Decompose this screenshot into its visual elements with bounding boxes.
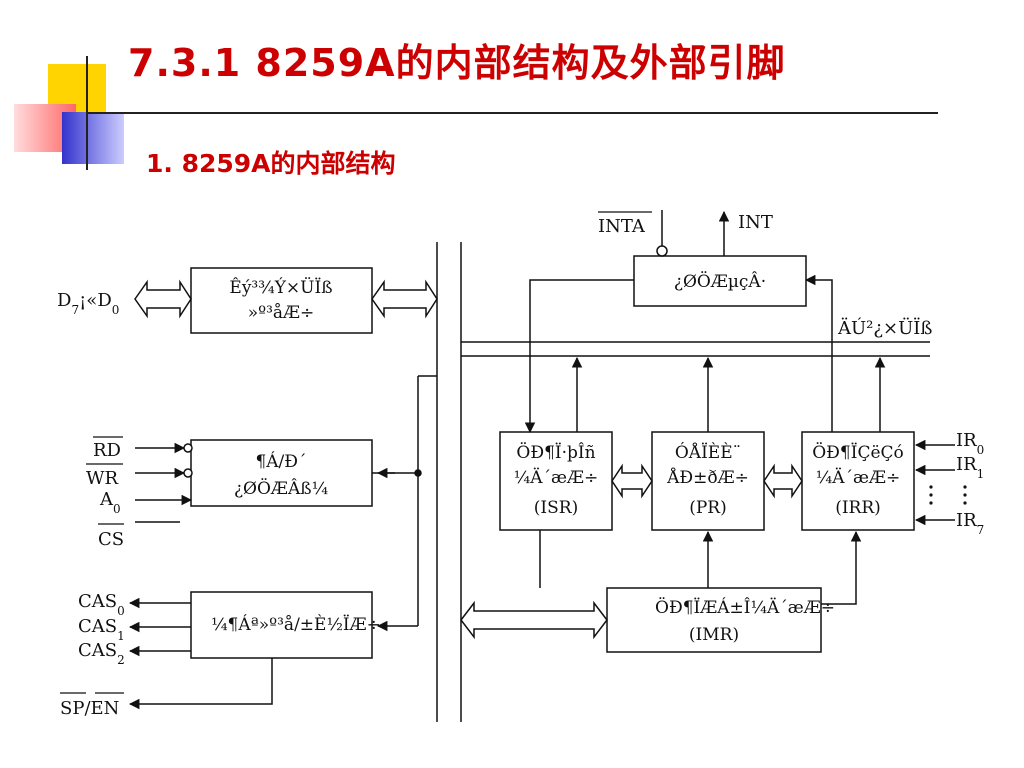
data-pins-label: D7¡«D0 xyxy=(57,290,119,317)
inta-label: INTA xyxy=(598,216,646,237)
imr-line2: (IMR) xyxy=(689,625,739,645)
pr-line1: ÓÅÏÈÈ¨ xyxy=(675,442,741,463)
cascade-line1: ¼¶Áª»º³å/±È½ÏÆ÷ xyxy=(211,614,381,635)
cas2-label: CAS2 xyxy=(78,640,125,667)
irr-line1: ÖÐ¶ÏÇëÇó xyxy=(812,442,904,463)
data-buffer-line2: »º³åÆ÷ xyxy=(248,303,315,323)
irr-line3: (IRR) xyxy=(835,498,881,518)
title-rule xyxy=(86,112,938,114)
ir7-label: IR7 xyxy=(956,510,984,537)
data-buffer-line1: Êý³¾Ý×ÜÏß xyxy=(229,277,332,298)
pr-line2: ÅÐ±ðÆ÷ xyxy=(666,467,749,488)
imr-line1: ÖÐ¶ÏÆÁ±Î¼Ä´æÆ÷ xyxy=(655,597,835,618)
irr-line2: ¼Ä´æÆ÷ xyxy=(816,467,901,488)
sp-en-label: SP/EN xyxy=(60,698,119,719)
data-bus-arrow-left xyxy=(134,279,192,319)
cs-label: CS xyxy=(98,529,124,550)
section-subtitle: 1. 8259A的内部结构 xyxy=(146,149,396,178)
rw-logic-line1: ¶Á/Ð´ xyxy=(255,451,306,472)
isr-line2: ¼Ä´æÆ÷ xyxy=(514,467,599,488)
rd-label: RD xyxy=(93,440,121,461)
ir1-label: IR1 xyxy=(956,454,984,481)
cas0-label: CAS0 xyxy=(78,591,125,618)
wr-label: WR xyxy=(86,468,119,489)
pr-line3: (PR) xyxy=(689,498,727,518)
data-buffer-block xyxy=(190,267,373,334)
cas1-label: CAS1 xyxy=(78,616,125,643)
rw-logic-line2: ¿ØÖÆÂß¼­ xyxy=(234,478,328,499)
page-title: 7.3.1 8259A的内部结构及外部引脚 xyxy=(128,41,786,85)
internal-bus-label: ÄÚ²¿×ÜÏß xyxy=(837,316,932,339)
data-bus-arrow-right xyxy=(371,279,438,319)
deco-blue-square xyxy=(62,112,124,164)
ir-ellipsis xyxy=(929,485,967,505)
isr-line3: (ISR) xyxy=(534,498,578,518)
isr-pr-arrow xyxy=(611,463,653,499)
a0-label: A0 xyxy=(99,489,121,516)
isr-line1: ÖÐ¶Ï·þÎñ xyxy=(516,442,595,463)
imr-bus-arrow xyxy=(460,600,608,640)
cascade-block xyxy=(190,591,373,659)
pr-irr-arrow xyxy=(763,463,803,499)
int-label: INT xyxy=(738,212,773,233)
control-logic-line1: ¿ØÖÆµçÂ· xyxy=(674,271,766,292)
ir0-label: IR0 xyxy=(956,430,984,457)
